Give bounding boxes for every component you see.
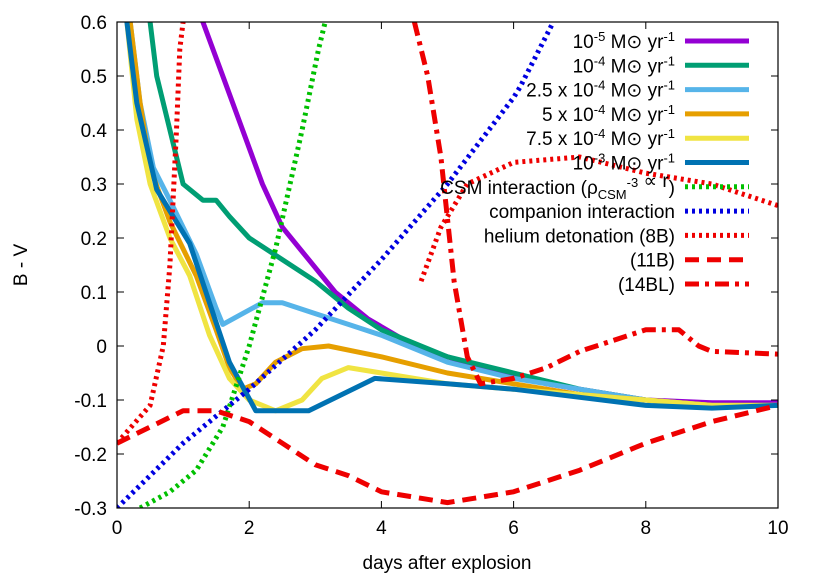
y-tick-label: 0.6 [81, 13, 107, 34]
legend-label-unit_sup: -1 [663, 29, 675, 44]
legend-label-base: helium detonation (8B) [484, 226, 675, 247]
legend-label-unit: M⊙ yr [605, 129, 664, 150]
y-tick-label: -0.3 [74, 499, 107, 520]
x-axis-title: days after explosion [363, 553, 532, 574]
legend-item: (11B) [630, 251, 749, 272]
series-line-10 [117, 402, 778, 506]
legend-label-tail: ) [669, 178, 675, 199]
legend-label-sup: -4 [594, 102, 606, 117]
legend-label: 7.5 x 10-4 M⊙ yr-1 [526, 126, 675, 150]
legend-label-base: (11B) [630, 251, 675, 272]
legend-label: (14BL) [618, 275, 675, 296]
series-line-2 [127, 22, 778, 408]
legend-item: CSM interaction (ρCSM-3 ∝ r) [440, 171, 749, 202]
legend-label: companion interaction [489, 202, 675, 223]
plot-frame [116, 21, 779, 509]
legend-item: 10-5 M⊙ yr-1 [573, 29, 749, 53]
legend-item: 10-4 M⊙ yr-1 [573, 53, 749, 77]
legend-label-base: companion interaction [489, 202, 675, 223]
series-line-8 [117, 22, 186, 445]
series-layer [117, 22, 778, 508]
legend-label-base: 10 [573, 32, 594, 53]
legend-label-sup: -4 [594, 126, 606, 141]
legend-label-sup: -3 [594, 151, 606, 166]
x-tick-label: 2 [244, 518, 255, 539]
legend-item: 7.5 x 10-4 M⊙ yr-1 [526, 126, 749, 150]
legend-label-sup: -5 [594, 29, 606, 44]
x-tick-label: 8 [641, 518, 652, 539]
legend-label-base: 10 [573, 154, 594, 175]
legend-item: (14BL) [618, 275, 749, 296]
y-tick-label: 0.3 [81, 175, 107, 196]
legend-label-unit: M⊙ yr [605, 154, 664, 175]
legend-label: 10-4 M⊙ yr-1 [573, 53, 675, 77]
legend-label-unit: M⊙ yr [605, 81, 664, 102]
legend-label: 10-3 M⊙ yr-1 [573, 151, 675, 175]
legend-label-base: (14BL) [618, 275, 675, 296]
legend-label: 5 x 10-4 M⊙ yr-1 [542, 102, 675, 126]
x-tick-label: 10 [767, 518, 788, 539]
legend-label-unit: M⊙ yr [605, 105, 664, 126]
x-tick-label: 4 [376, 518, 387, 539]
legend: 10-5 M⊙ yr-110-4 M⊙ yr-12.5 x 10-4 M⊙ yr… [440, 29, 749, 296]
legend-label-unit: M⊙ yr [605, 32, 664, 53]
y-tick-label: 0 [96, 337, 107, 358]
legend-label-base: 10 [573, 56, 594, 77]
y-tick-label: 0.5 [81, 67, 107, 88]
legend-label-sup: -4 [594, 78, 606, 93]
y-tick-label: -0.1 [74, 391, 107, 412]
legend-item: 5 x 10-4 M⊙ yr-1 [542, 102, 749, 126]
legend-label-sup: -4 [594, 53, 606, 68]
legend-label-base: CSM interaction (ρ [440, 178, 598, 199]
legend-item: 10-3 M⊙ yr-1 [573, 151, 749, 175]
legend-item: helium detonation (8B) [484, 226, 749, 247]
legend-label: CSM interaction (ρCSM-3 ∝ r) [440, 171, 675, 202]
legend-label: 10-5 M⊙ yr-1 [573, 29, 675, 53]
legend-label-base: 7.5 x 10 [526, 129, 594, 150]
legend-label-unit_sup: -1 [663, 53, 675, 68]
legend-label-base: 2.5 x 10 [526, 81, 594, 102]
legend-label-sup: -3 [627, 175, 639, 190]
series-line-5 [124, 22, 778, 414]
y-tick-label: 0.4 [81, 121, 108, 142]
legend-label-unit_sup: -1 [663, 126, 675, 141]
y-axis-title: B - V [11, 244, 32, 287]
y-tick-label: 0.2 [81, 229, 107, 250]
legend-item: companion interaction [489, 202, 749, 223]
legend-label-base: 5 x 10 [542, 105, 594, 126]
legend-label: (11B) [630, 251, 675, 272]
x-tick-label: 6 [508, 518, 519, 539]
legend-label-sub: CSM [598, 187, 627, 202]
legend-label: helium detonation (8B) [484, 226, 675, 247]
y-tick-label: 0.1 [81, 283, 107, 304]
legend-item: 2.5 x 10-4 M⊙ yr-1 [526, 78, 749, 102]
legend-label-unit_sup: -1 [663, 78, 675, 93]
legend-label-unit_sup: -1 [663, 151, 675, 166]
y-tick-label: -0.2 [74, 445, 107, 466]
legend-label-unit: M⊙ yr [605, 56, 664, 77]
series-line-1 [147, 22, 778, 408]
legend-label: 2.5 x 10-4 M⊙ yr-1 [526, 78, 675, 102]
legend-label-mid: ∝ r [638, 171, 669, 192]
series-line-6 [138, 22, 328, 508]
legend-label-unit_sup: -1 [663, 102, 675, 117]
x-tick-label: 0 [112, 518, 123, 539]
ticks-layer: 0 2 4 6 8 10 -0.3 -0.2 -0.1 0 0.1 0.2 0.3 0.4 0.5 0.6 [74, 13, 788, 539]
